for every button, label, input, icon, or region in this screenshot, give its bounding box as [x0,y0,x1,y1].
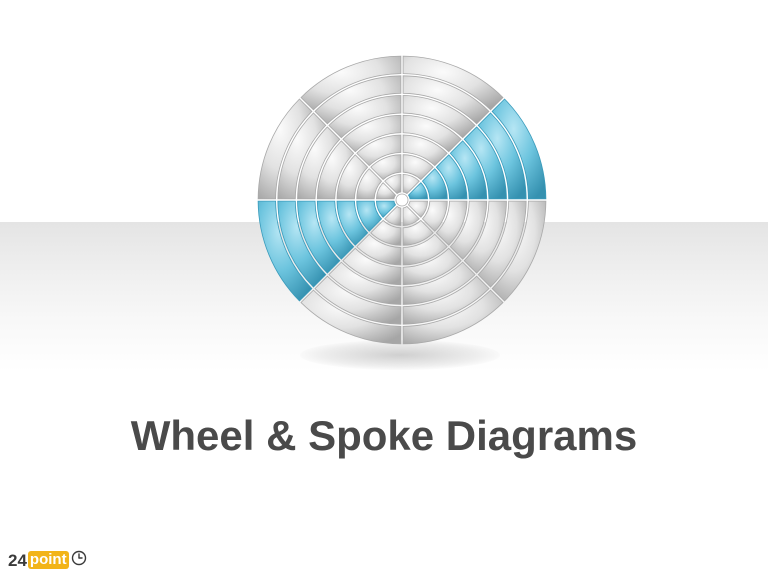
wheel-shadow [300,340,500,370]
wheel-segment [300,289,402,345]
wheel-segment [449,200,488,260]
wheel-segment [314,275,402,325]
clock-icon [71,550,87,570]
wheel-segment-highlighted [407,182,429,200]
wheel-segment-highlighted [316,200,355,260]
wheel-segment [402,205,420,227]
brand-word: point [27,551,69,569]
wheel-segment-highlighted [463,126,507,200]
wheel-hub [395,193,409,207]
wheel-segment [402,95,476,139]
wheel-segment [370,219,402,246]
wheel-segment [402,261,476,305]
wheel-segment-highlighted [491,98,547,200]
slide-title: Wheel & Spoke Diagrams [130,412,638,459]
wheel-spoke-diagram [252,44,552,356]
wheel-segment [491,200,547,302]
wheel-segment [370,154,402,181]
wheel-segment [384,173,402,195]
brand-logo: 24 point [8,550,87,570]
wheel-segment-highlighted [356,200,383,232]
wheel-segment-highlighted [435,154,468,200]
wheel-segment [402,219,434,246]
wheel-segment [356,168,383,200]
wheel-segment [342,247,402,286]
wheel-segment [402,75,490,125]
wheel-segment-highlighted [277,200,327,288]
wheel-segment [316,140,355,200]
wheel-segment-highlighted [449,140,488,200]
wheel-segment [328,261,402,305]
wheel-segment [257,98,313,200]
wheel-segment-highlighted [421,168,448,200]
wheel-segment [402,247,462,286]
wheel-segment [402,233,448,266]
wheel-segment [402,114,462,153]
wheel-segment [402,154,434,181]
brand-number: 24 [8,550,27,570]
wheel-segment [300,55,402,111]
wheel-segment [375,182,397,200]
wheel-segment [297,126,341,200]
wheel-segment [402,55,504,111]
wheel-segment-highlighted [375,200,397,218]
wheel-segment [402,289,504,345]
wheel-segment [328,95,402,139]
wheel-segment [463,200,507,274]
wheel-segment [435,200,468,246]
wheel-segment [277,112,327,200]
wheel-segment [402,275,490,325]
wheel-svg [257,55,547,345]
wheel-segment [342,114,402,153]
wheel-segment [402,134,448,167]
wheel-segment-highlighted [257,200,313,302]
wheel-segment-highlighted [336,200,369,246]
wheel-segment [314,75,402,125]
wheel-segment [402,173,420,195]
wheel-segment [356,134,402,167]
wheel-segment [384,205,402,227]
wheel-segment [356,233,402,266]
wheel-segment [421,200,448,232]
wheel-segment [477,200,527,288]
wheel-segment [407,200,429,218]
wheel-segment [336,154,369,200]
wheel-segment-highlighted [297,200,341,274]
wheel-segment-highlighted [477,112,527,200]
